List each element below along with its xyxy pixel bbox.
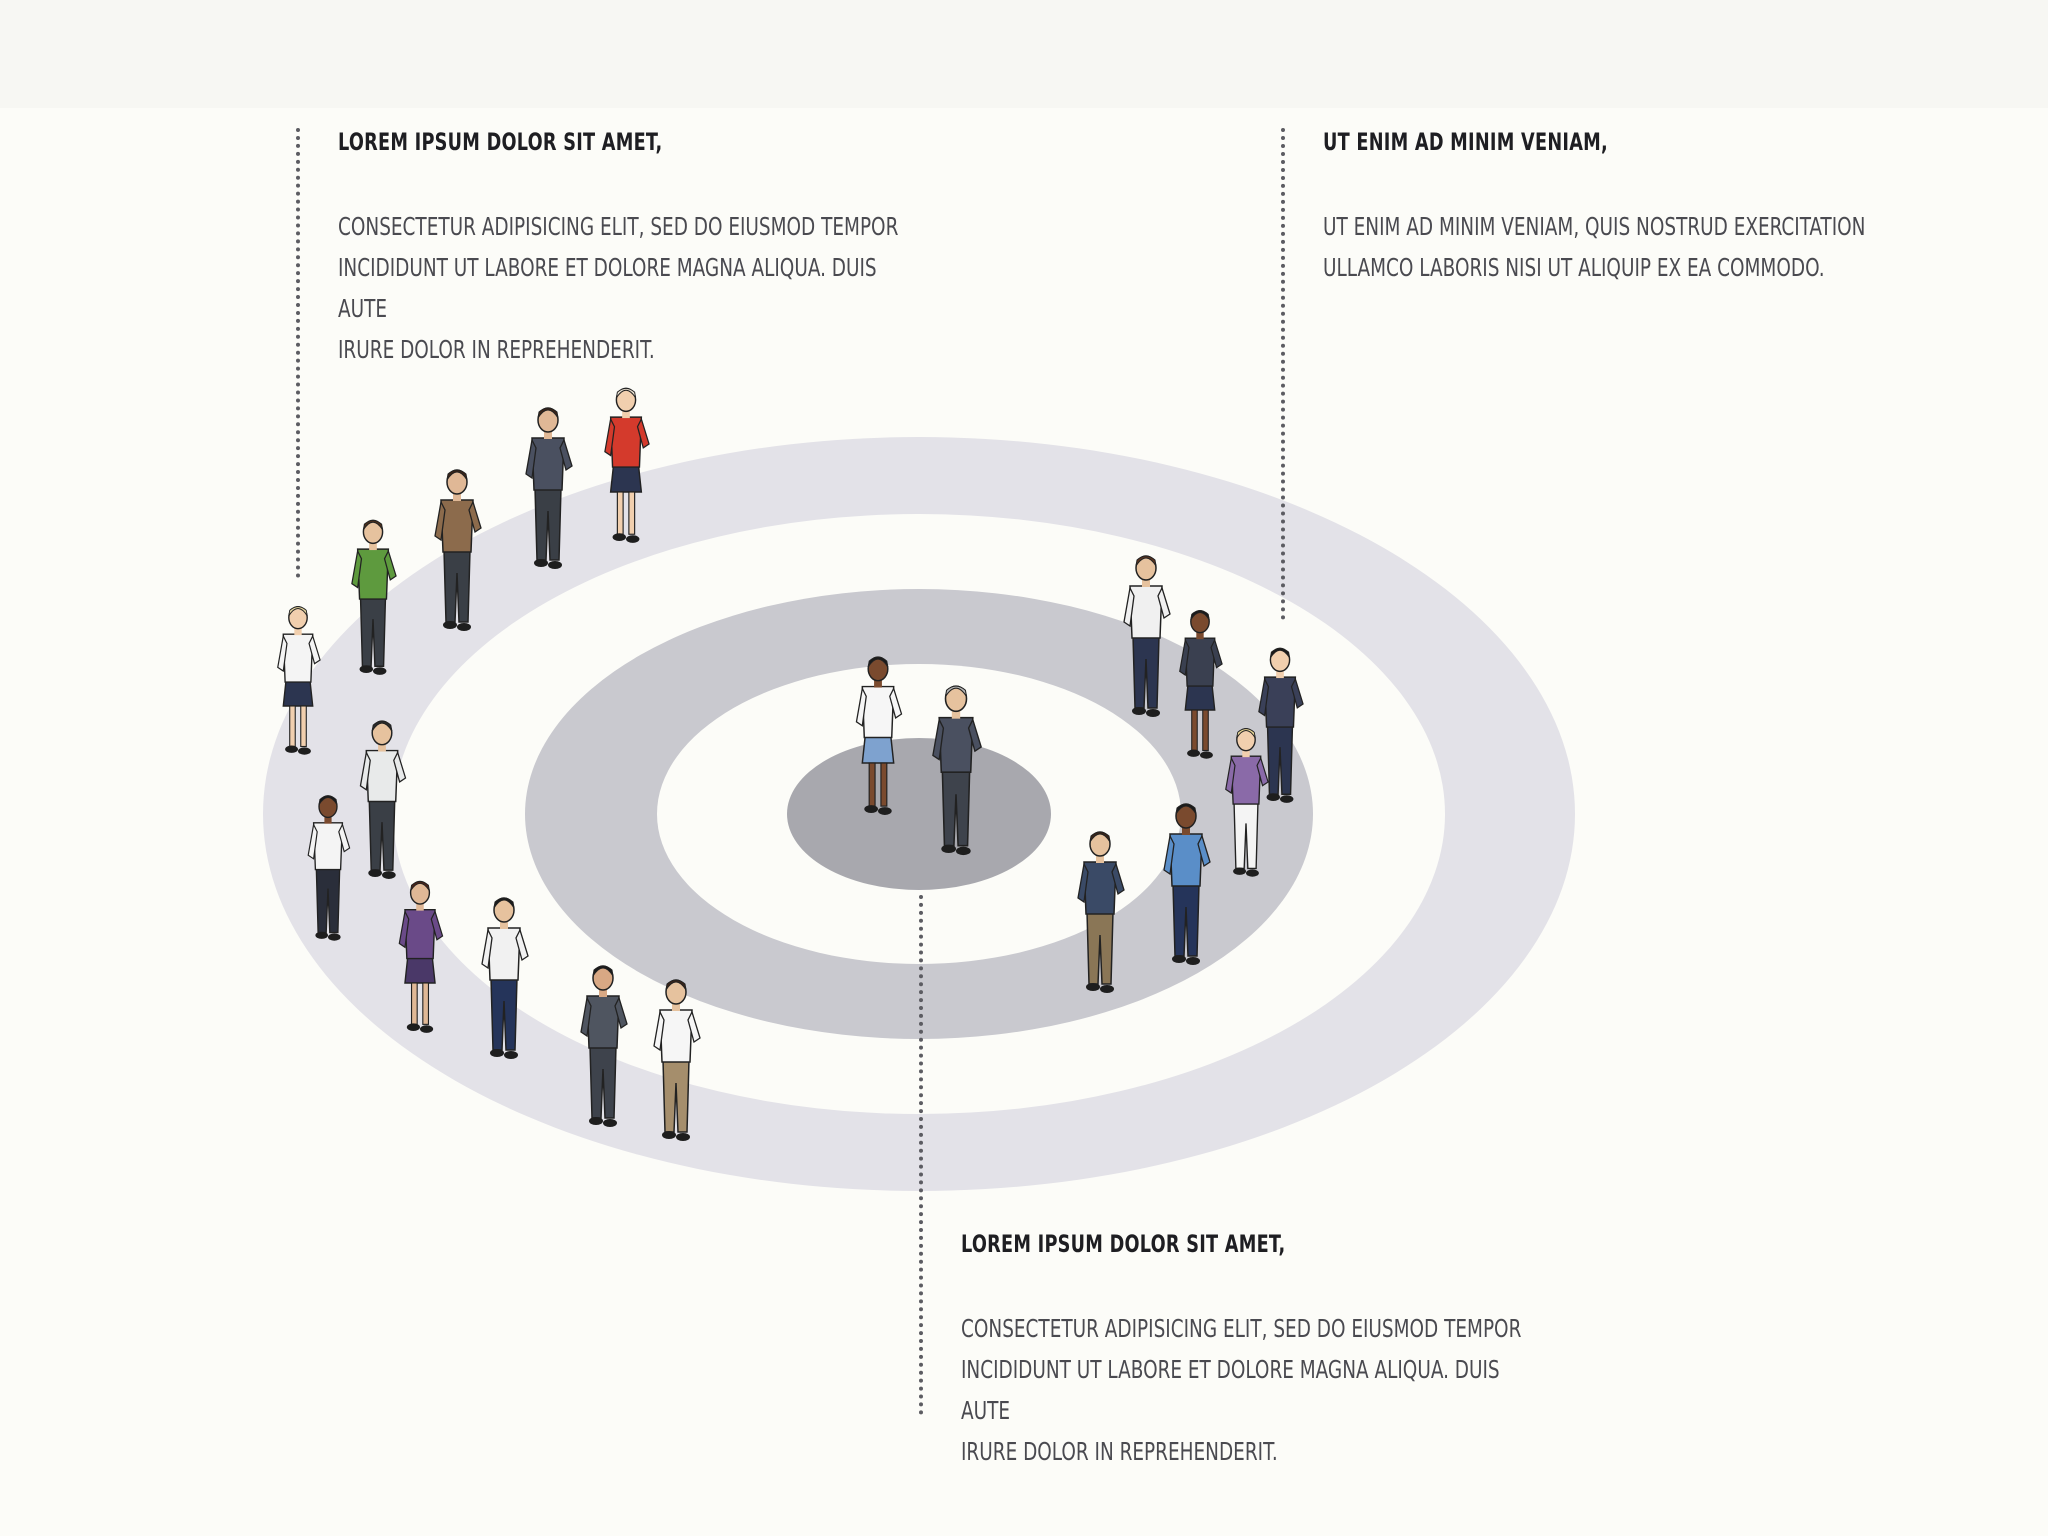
- person-figure-12: [1123, 555, 1171, 717]
- center-disc: [787, 738, 1051, 890]
- callout-bottom: LOREM IPSUM DOLOR SIT AMET, CONSECTETUR …: [961, 1228, 1661, 1472]
- leader-line-right: [1281, 128, 1285, 620]
- person-figure-10: [580, 965, 628, 1127]
- person-figure-19: [932, 685, 983, 856]
- callout-top-left: LOREM IPSUM DOLOR SIT AMET, CONSECTETUR …: [338, 126, 1038, 370]
- person-figure-8: [398, 880, 444, 1033]
- callout-title: UT ENIM AD MINIM VENIAM,: [1323, 128, 1609, 156]
- person-figure-2: [351, 519, 397, 675]
- person-figure-11: [653, 979, 701, 1141]
- callout-body: CONSECTETUR ADIPISICING ELIT, SED DO EIU…: [961, 1314, 1522, 1466]
- leader-line-left: [296, 128, 300, 578]
- person-figure-5: [604, 387, 650, 543]
- callout-title: LOREM IPSUM DOLOR SIT AMET,: [338, 128, 663, 156]
- person-figure-14: [1258, 647, 1304, 803]
- person-figure-13: [1179, 609, 1223, 759]
- person-figure-16: [1163, 803, 1211, 965]
- person-figure-7: [307, 795, 351, 941]
- callout-body: CONSECTETUR ADIPISICING ELIT, SED DO EIU…: [338, 212, 899, 364]
- person-figure-6: [359, 720, 407, 879]
- header-band: [0, 0, 2048, 108]
- person-figure-4: [525, 407, 573, 569]
- callout-title: LOREM IPSUM DOLOR SIT AMET,: [961, 1230, 1286, 1258]
- person-figure-1: [277, 605, 321, 755]
- person-figure-15: [1225, 727, 1269, 877]
- person-figure-9: [481, 897, 529, 1059]
- callout-top-right: UT ENIM AD MINIM VENIAM, UT ENIM AD MINI…: [1323, 126, 2023, 288]
- person-figure-17: [1077, 831, 1125, 993]
- person-figure-3: [434, 469, 482, 631]
- callout-body: UT ENIM AD MINIM VENIAM, QUIS NOSTRUD EX…: [1323, 212, 1866, 282]
- leader-line-bottom: [919, 895, 923, 1415]
- person-figure-18: [855, 656, 903, 815]
- people-figures: [277, 387, 1304, 1141]
